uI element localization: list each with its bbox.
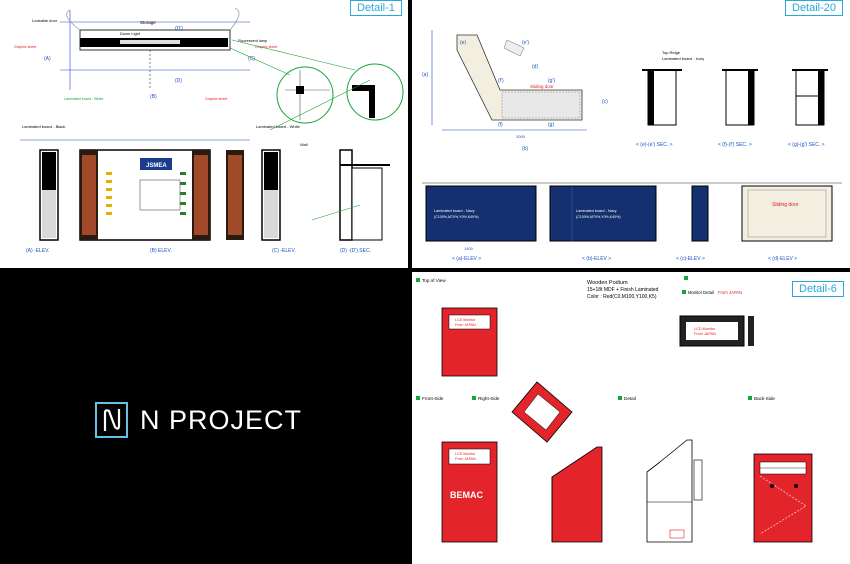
- brand-logo: N PROJECT: [95, 402, 302, 438]
- detail-6-panel: Wooden Podium 15+18t MDF + Finish Lamina…: [412, 272, 850, 564]
- marker-d: (D): [175, 78, 182, 84]
- svg-text:(c): (c): [602, 99, 608, 105]
- podium-title-1: Wooden Podium: [587, 280, 628, 286]
- svg-text:(g'): (g'): [548, 78, 555, 84]
- brand-name: N PROJECT: [140, 404, 303, 435]
- svg-text:(b): (b): [522, 146, 528, 152]
- view-right-label: Right-Side: [478, 396, 500, 401]
- svg-text:(e): (e): [460, 40, 466, 46]
- elev-b-title: < (b)-ELEV >: [582, 256, 611, 262]
- horizontal-divider: [0, 268, 850, 272]
- svg-text:2000: 2000: [516, 134, 526, 139]
- podium-title-3: Color : Red(C0,M100,Y100,K5): [587, 294, 657, 300]
- svg-text:(C100%,M70%,Y0%,K40%): (C100%,M70%,Y0%,K40%): [576, 215, 621, 219]
- zoom-circle-1: [276, 66, 334, 124]
- marker-a: (A): [44, 56, 51, 62]
- storage-label: Storage: [140, 20, 156, 25]
- svg-text:(g): (g): [548, 122, 554, 128]
- elev-c-title: < (c)-ELEV >: [676, 256, 705, 262]
- right-podium: [551, 446, 603, 543]
- fluorescent-label: Fluorescent lamp: [238, 39, 267, 43]
- laminated-black-label: Laminated board - Black: [22, 124, 65, 129]
- detail-1-drawing: Storage Lockable door Down Light Fluores…: [14, 7, 404, 254]
- svg-text:Laminated board - White: Laminated board - White: [64, 97, 103, 101]
- svg-text:Graphic sheet: Graphic sheet: [255, 45, 277, 49]
- laminated-white-label: Laminated board - White: [256, 124, 301, 129]
- lcd-top-1: LCD Monitor: [455, 318, 476, 322]
- marker-c: (C): [248, 56, 255, 62]
- svg-text:(f'): (f'): [498, 78, 504, 84]
- detail-1-panel: Storage Lockable door Down Light Fluores…: [0, 0, 408, 268]
- vertical-divider: [408, 0, 412, 564]
- laminated-ivory-label: Laminated board - Ivory: [662, 56, 704, 61]
- svg-text:(a): (a): [422, 72, 428, 78]
- elev-a-title: < (a)-ELEV >: [452, 256, 481, 262]
- top-ridge-label: Top Ridge: [662, 50, 681, 55]
- podium-title-2: 15+18t MDF + Finish Laminated: [587, 287, 659, 293]
- svg-text:From JAPAN: From JAPAN: [694, 332, 716, 336]
- view-detail-label: Detail: [624, 396, 636, 401]
- navy-spec: (C100%,M70%,Y0%,K40%): [434, 215, 479, 219]
- lcd-top-2: From JAPAN: [455, 323, 476, 327]
- sec-f-label: < (f)-(f') SEC. >: [718, 142, 752, 148]
- detail-20-panel: Sliding door (e) (e') (f') (g') (d) (b) …: [412, 0, 850, 268]
- bemac-logo: BEMAC: [450, 490, 483, 500]
- detail-20-tag: Detail-20: [785, 0, 844, 16]
- sliding-door-elev: Sliding door: [772, 202, 799, 208]
- view-top-label: Top of View: [422, 278, 446, 283]
- svg-text:LCD Monitor: LCD Monitor: [694, 327, 716, 331]
- dim-1400: 1400: [464, 246, 474, 251]
- wall-label: Wall: [300, 142, 308, 147]
- down-light-label: Down Light: [120, 31, 141, 36]
- elev-b-panel: [549, 185, 657, 242]
- view-back-label: Back-Side: [754, 396, 775, 401]
- n-logo-icon: [95, 402, 128, 438]
- svg-text:(d): (d): [532, 64, 538, 70]
- brand-panel: N PROJECT: [0, 272, 408, 564]
- legend-japan: From JAPAN: [718, 290, 742, 295]
- elev-b-label: (B) ELEV.: [150, 248, 172, 254]
- svg-text:(f): (f): [498, 122, 503, 128]
- sec-d-label: (D) -(D') SEC.: [340, 248, 371, 254]
- navy-label: Laminated board - Navy: [434, 209, 475, 213]
- svg-text:Graphic sheet: Graphic sheet: [205, 97, 227, 101]
- jsmea-logo: JSMEA: [146, 163, 167, 169]
- elev-d-panel: [741, 185, 833, 242]
- sliding-door-label: Sliding door: [530, 84, 554, 89]
- svg-text:Graphic sheet: Graphic sheet: [14, 45, 36, 49]
- legend-monitor: Monitor Detail: [688, 290, 714, 295]
- detail-podium: [646, 439, 693, 543]
- svg-text:From JAPAN: From JAPAN: [455, 457, 476, 461]
- view-front-label: Front-Side: [422, 396, 444, 401]
- marker-dp: (D'): [175, 26, 183, 32]
- detail-1-tag: Detail-1: [350, 0, 402, 16]
- svg-text:Laminated board - Navy: Laminated board - Navy: [576, 209, 617, 213]
- elev-d-title: < (d)-ELEV >: [768, 256, 797, 262]
- detail-20-drawing: Sliding door (e) (e') (f') (g') (d) (b) …: [422, 30, 842, 262]
- sec-g-label: < (g)-(g') SEC. >: [788, 142, 825, 148]
- elev-a-label: (A) -ELEV.: [26, 248, 49, 254]
- detail-6-drawing: Wooden Podium 15+18t MDF + Finish Lamina…: [416, 276, 813, 543]
- lockable-door-label: Lockable door: [32, 18, 58, 23]
- marker-b: (B): [150, 94, 157, 100]
- sec-e-label: < (e)-(e') SEC. >: [636, 142, 673, 148]
- detail-6-tag: Detail-6: [792, 281, 844, 297]
- svg-text:LCD Monitor: LCD Monitor: [455, 452, 476, 456]
- elev-c-label: (C) -ELEV.: [272, 248, 296, 254]
- svg-text:(e'): (e'): [522, 40, 529, 46]
- elev-c-panel: [691, 185, 709, 242]
- elev-a-panel: [425, 185, 537, 242]
